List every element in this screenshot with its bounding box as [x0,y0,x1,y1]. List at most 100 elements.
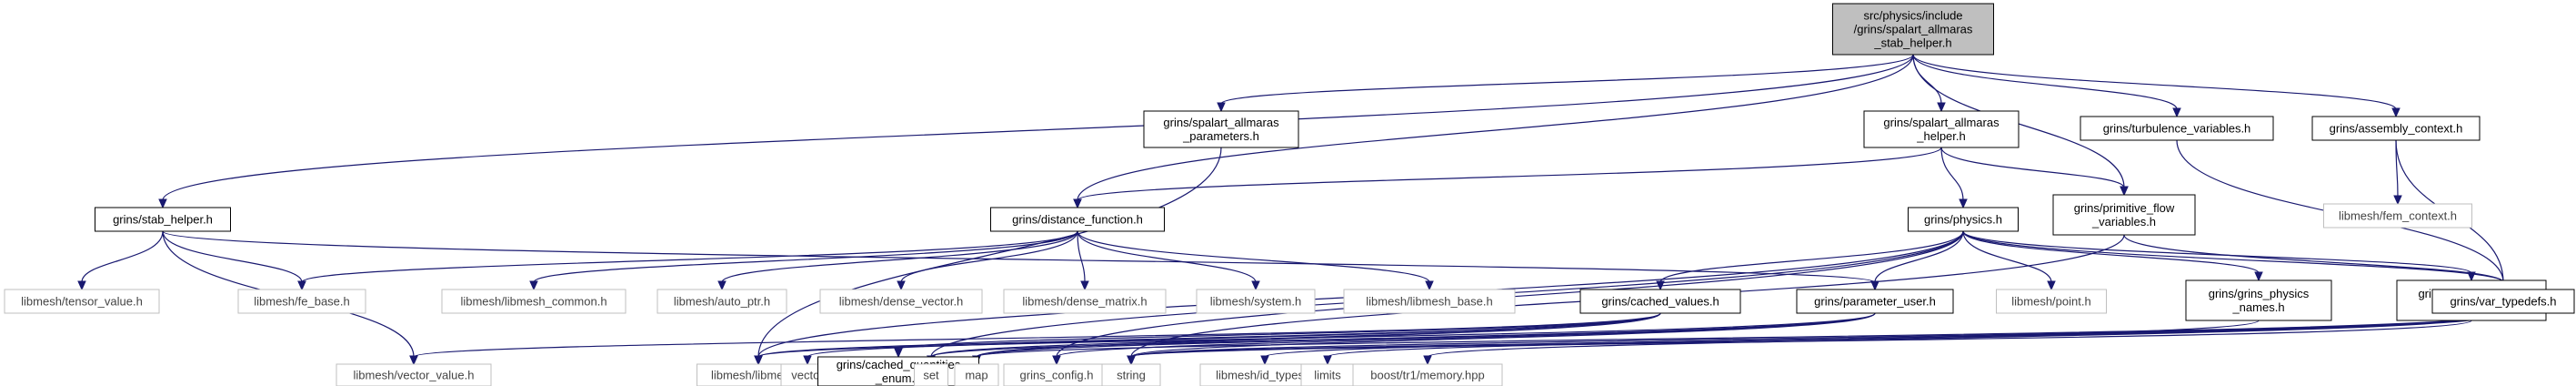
edge-stab-helper-to-param-user [162,230,1876,283]
node-box [1343,289,1516,314]
edge-arrowhead [409,355,418,366]
edge-arrowhead [803,355,812,366]
edge-arrowhead [1425,280,1434,291]
edge-arrowhead [754,355,763,366]
node-box [1101,363,1161,386]
node-box [2052,194,2196,236]
edge-arrowhead [1080,280,1089,291]
node-label: libmesh/vector_value.h [354,369,475,382]
edge-arrowhead [2254,271,2263,282]
node-label: _parameters.h [1182,129,1259,143]
edge-cached-values-to-cached-q-enum [897,312,1661,350]
graph-node-grins-phys-names[interactable]: grins/grins_physics_names.h [2185,279,2332,321]
node-box [817,356,979,386]
node-label: _stab_helper.h [1873,36,1951,50]
graph-node-cached-values[interactable]: grins/cached_values.h [1579,289,1741,314]
graph-node-var-typedefs[interactable]: grins/var_typedefs.h [2431,289,2575,314]
node-box [990,207,1165,232]
edges-layer [77,54,2508,366]
node-label: libmesh/id_types.h [1216,369,1314,382]
graph-node-stab-helper[interactable]: grins/stab_helper.h [95,207,231,232]
node-label: grins/grins_physics [2209,287,2310,300]
edge-root-to-dist-func [1077,54,1914,201]
node-label: grins/turbulence_variables.h [2103,122,2251,136]
edge-stab-helper-to-fe-base [162,230,303,283]
node-label: libmesh/libmesh_common.h [460,295,606,309]
node-box [954,363,999,386]
graph-node-set: set [914,363,948,386]
edge-cached-values-to-vector-value [413,312,1661,358]
graph-node-turb-vars[interactable]: grins/turbulence_variables.h [2080,116,2274,141]
graph-node-auto-ptr: libmesh/auto_ptr.h [657,289,787,314]
node-box [1579,289,1741,314]
edge-root-to-sa-params [1220,54,1914,105]
edge-sa-helper-to-physics [1940,147,1964,201]
node-label: /grins/spalart_allmaras [1854,23,1973,36]
node-label: grins/spalart_allmaras [1163,116,1279,129]
graph-node-sa-helper[interactable]: grins/spalart_allmaras_helper.h [1863,110,2020,148]
edge-arrowhead [297,280,306,291]
graph-node-point: libmesh/point.h [1996,289,2107,314]
edge-arrowhead [2393,195,2402,206]
node-label: set [923,369,939,382]
graph-node-libmesh-base: libmesh/libmesh_base.h [1343,289,1516,314]
node-label: libmesh/system.h [1210,295,1301,309]
graph-node-cached-q-enum[interactable]: grins/cached_quantities_enum.h [817,356,979,386]
graph-node-prim-flow[interactable]: grins/primitive_flow_variables.h [2052,194,2196,236]
graph-node-assembly[interactable]: grins/assembly_context.h [2311,116,2481,141]
edge-sa-helper-to-dist-func [1077,147,1942,201]
node-box [1300,363,1355,386]
node-label: grins/assembly_context.h [2330,122,2463,136]
node-box [1143,110,1299,148]
graph-node-param-user[interactable]: grins/parameter_user.h [1796,289,1954,314]
edge-arrowhead [1052,355,1061,366]
edge-physics-to-grins-phys-names [1962,230,2260,274]
edge-stab-helper-to-tensor-value [81,230,164,283]
edge-physics-to-var-name-defaults [1962,230,2472,274]
node-label: libmesh/point.h [2011,295,2090,309]
node-label: grins/cached_values.h [1601,295,1719,309]
node-label: grins_config.h [1020,369,1094,382]
edge-arrowhead [1423,355,1432,366]
edge-arrowhead [1260,355,1269,366]
edge-dist-func-to-dense-matrix [1077,230,1086,283]
node-label: _enum.h [875,371,922,385]
graph-node-fem-context: libmesh/fem_context.h [2323,203,2472,229]
node-label: libmesh/dense_matrix.h [1022,295,1147,309]
node-label: string [1117,369,1146,382]
node-box [1996,289,2107,314]
node-label: src/physics/include [1863,9,1962,23]
edge-arrowhead [2172,107,2181,118]
node-box [1003,289,1167,314]
node-box [441,289,626,314]
graph-node-sa-params[interactable]: grins/spalart_allmaras_parameters.h [1143,110,1299,148]
node-label: limits [1314,369,1341,382]
node-label: grins/parameter_user.h [1814,295,1936,309]
edge-prim-flow-to-var-typedefs [2123,234,2504,283]
graph-node-dist-func[interactable]: grins/distance_function.h [990,207,1165,232]
node-label: libmesh/dense_vector.h [839,295,964,309]
node-label: libmesh/fem_context.h [2339,209,2457,223]
graph-node-physics[interactable]: grins/physics.h [1908,207,2019,232]
node-label: grins/physics.h [1924,213,2002,227]
node-box [2323,203,2472,229]
edge-var-typedefs-to-boost-memory [1427,312,2504,358]
node-label: libmesh/libmesh_base.h [1366,295,1492,309]
node-box [2431,289,2575,314]
graph-node-string: string [1101,363,1161,386]
edge-arrowhead [1937,102,1946,113]
edge-arrowhead [1073,198,1082,209]
node-box [2311,116,2481,141]
edge-physics-to-param-user [1874,230,1964,283]
node-label: libmesh/auto_ptr.h [674,295,770,309]
graph-node-boost-memory: boost/tr1/memory.hpp [1352,363,1503,386]
node-box [1003,363,1110,386]
node-box [1908,207,2019,232]
graph-node-root[interactable]: src/physics/include/grins/spalart_allmar… [1832,3,1994,56]
graph-node-libmesh-common: libmesh/libmesh_common.h [441,289,626,314]
edge-arrowhead [1251,280,1260,291]
edge-physics-to-point [1962,230,2052,283]
node-label: grins/var_typedefs.h [2450,295,2556,309]
graph-node-grins-config: grins_config.h [1003,363,1110,386]
edge-param-user-to-string [1130,312,1876,358]
